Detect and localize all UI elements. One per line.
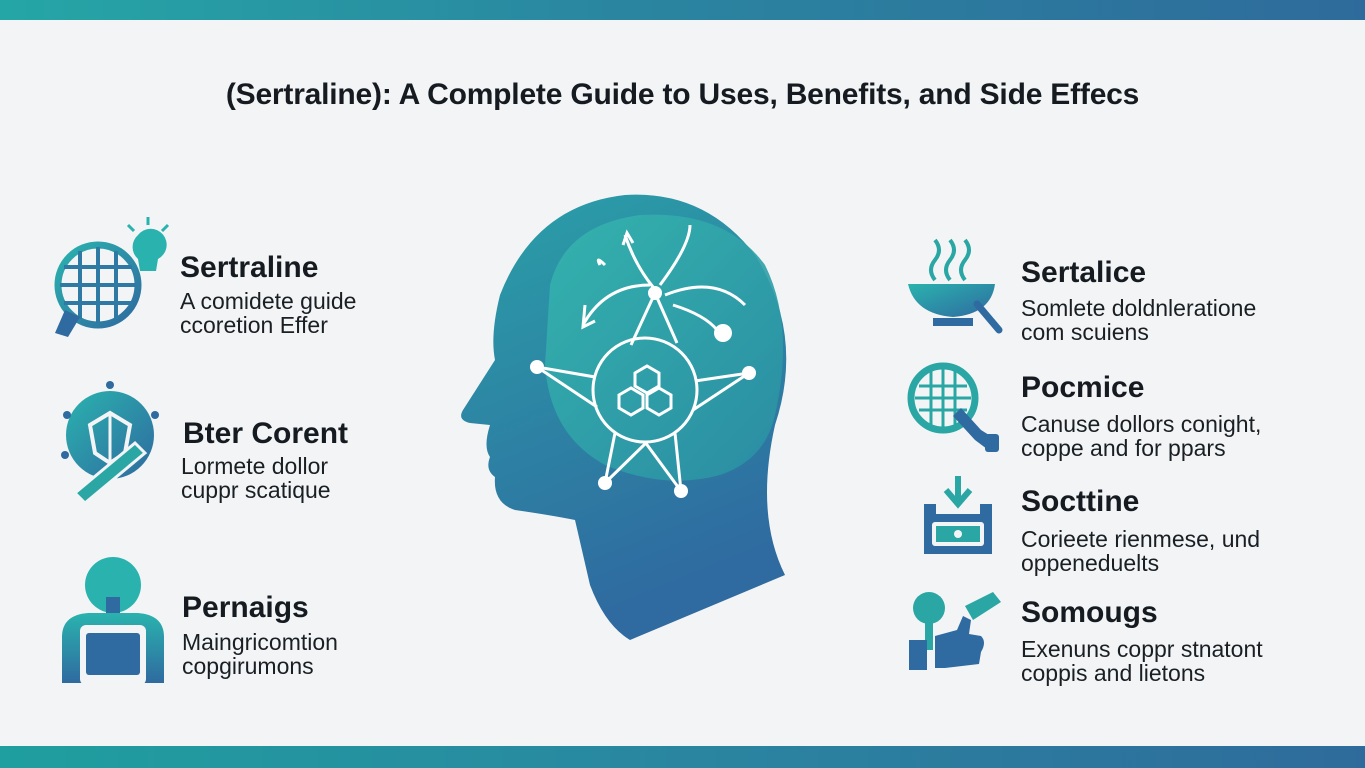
shield-wrench-icon [61, 381, 159, 506]
right-item-1-line2: com scuiens [1021, 319, 1149, 345]
left-item-1: Sertraline A comidete guide ccoretion Ef… [50, 215, 410, 345]
right-item-3: Socttine Corieete rienmese, und oppenedu… [918, 474, 1358, 584]
grid-hand-icon [907, 362, 999, 452]
right-item-3-line2: oppeneduelts [1021, 550, 1160, 576]
right-item-4-line1: Exenuns coppr stnatont [1021, 636, 1263, 662]
right-item-2-line1: Canuse dollors conight, [1021, 411, 1262, 437]
right-item-4: Somougs Exenuns coppr stnatont coppis an… [905, 586, 1345, 696]
right-item-2-heading: Pocmice [1021, 371, 1145, 404]
right-item-4-line2: coppis and lietons [1021, 660, 1206, 686]
left-item-3: Pernaigs Maingricomtion copgirumons [58, 555, 418, 695]
right-item-4-heading: Somougs [1021, 596, 1158, 629]
key-thumbsup-icon [909, 592, 1001, 670]
left-item-2: Bter Corent Lormete dollor cuppr scatiqu… [55, 375, 415, 515]
left-item-3-heading: Pernaigs [182, 591, 309, 624]
left-item-1-line2: ccoretion Effer [180, 312, 328, 338]
left-item-2-heading: Bter Corent [183, 417, 349, 450]
left-item-2-line1: Lormete dollor [181, 453, 329, 479]
person-laptop-icon [62, 557, 164, 685]
right-item-1-heading: Sertalice [1021, 256, 1147, 289]
center-illustration [455, 185, 815, 655]
left-item-3-line1: Maingricomtion [182, 629, 338, 655]
left-item-3-line2: copgirumons [182, 653, 314, 679]
right-item-3-line1: Corieete rienmese, und [1021, 526, 1261, 552]
left-item-1-heading: Sertraline [180, 251, 319, 284]
right-item-2-line2: coppe and for ppars [1021, 435, 1226, 461]
bottom-accent-band [0, 746, 1365, 768]
page-title: (Sertraline): A Complete Guide to Uses, … [225, 78, 1140, 111]
head-brain-network-icon [461, 194, 787, 640]
right-item-1-line1: Somlete doldnleratione [1021, 295, 1257, 321]
right-item-1: Sertalice Somlete doldnleratione com scu… [905, 232, 1345, 345]
left-item-2-line2: cuppr scatique [181, 477, 331, 503]
top-accent-band [0, 0, 1365, 20]
steaming-bowl-icon [908, 238, 1003, 334]
right-item-3-heading: Socttine [1021, 485, 1140, 518]
download-box-icon [924, 476, 992, 554]
left-item-1-line1: A comidete guide [180, 288, 357, 314]
right-item-2: Pocmice Canuse dollors conight, coppe an… [905, 360, 1345, 470]
globe-lightbulb-icon [54, 217, 170, 337]
